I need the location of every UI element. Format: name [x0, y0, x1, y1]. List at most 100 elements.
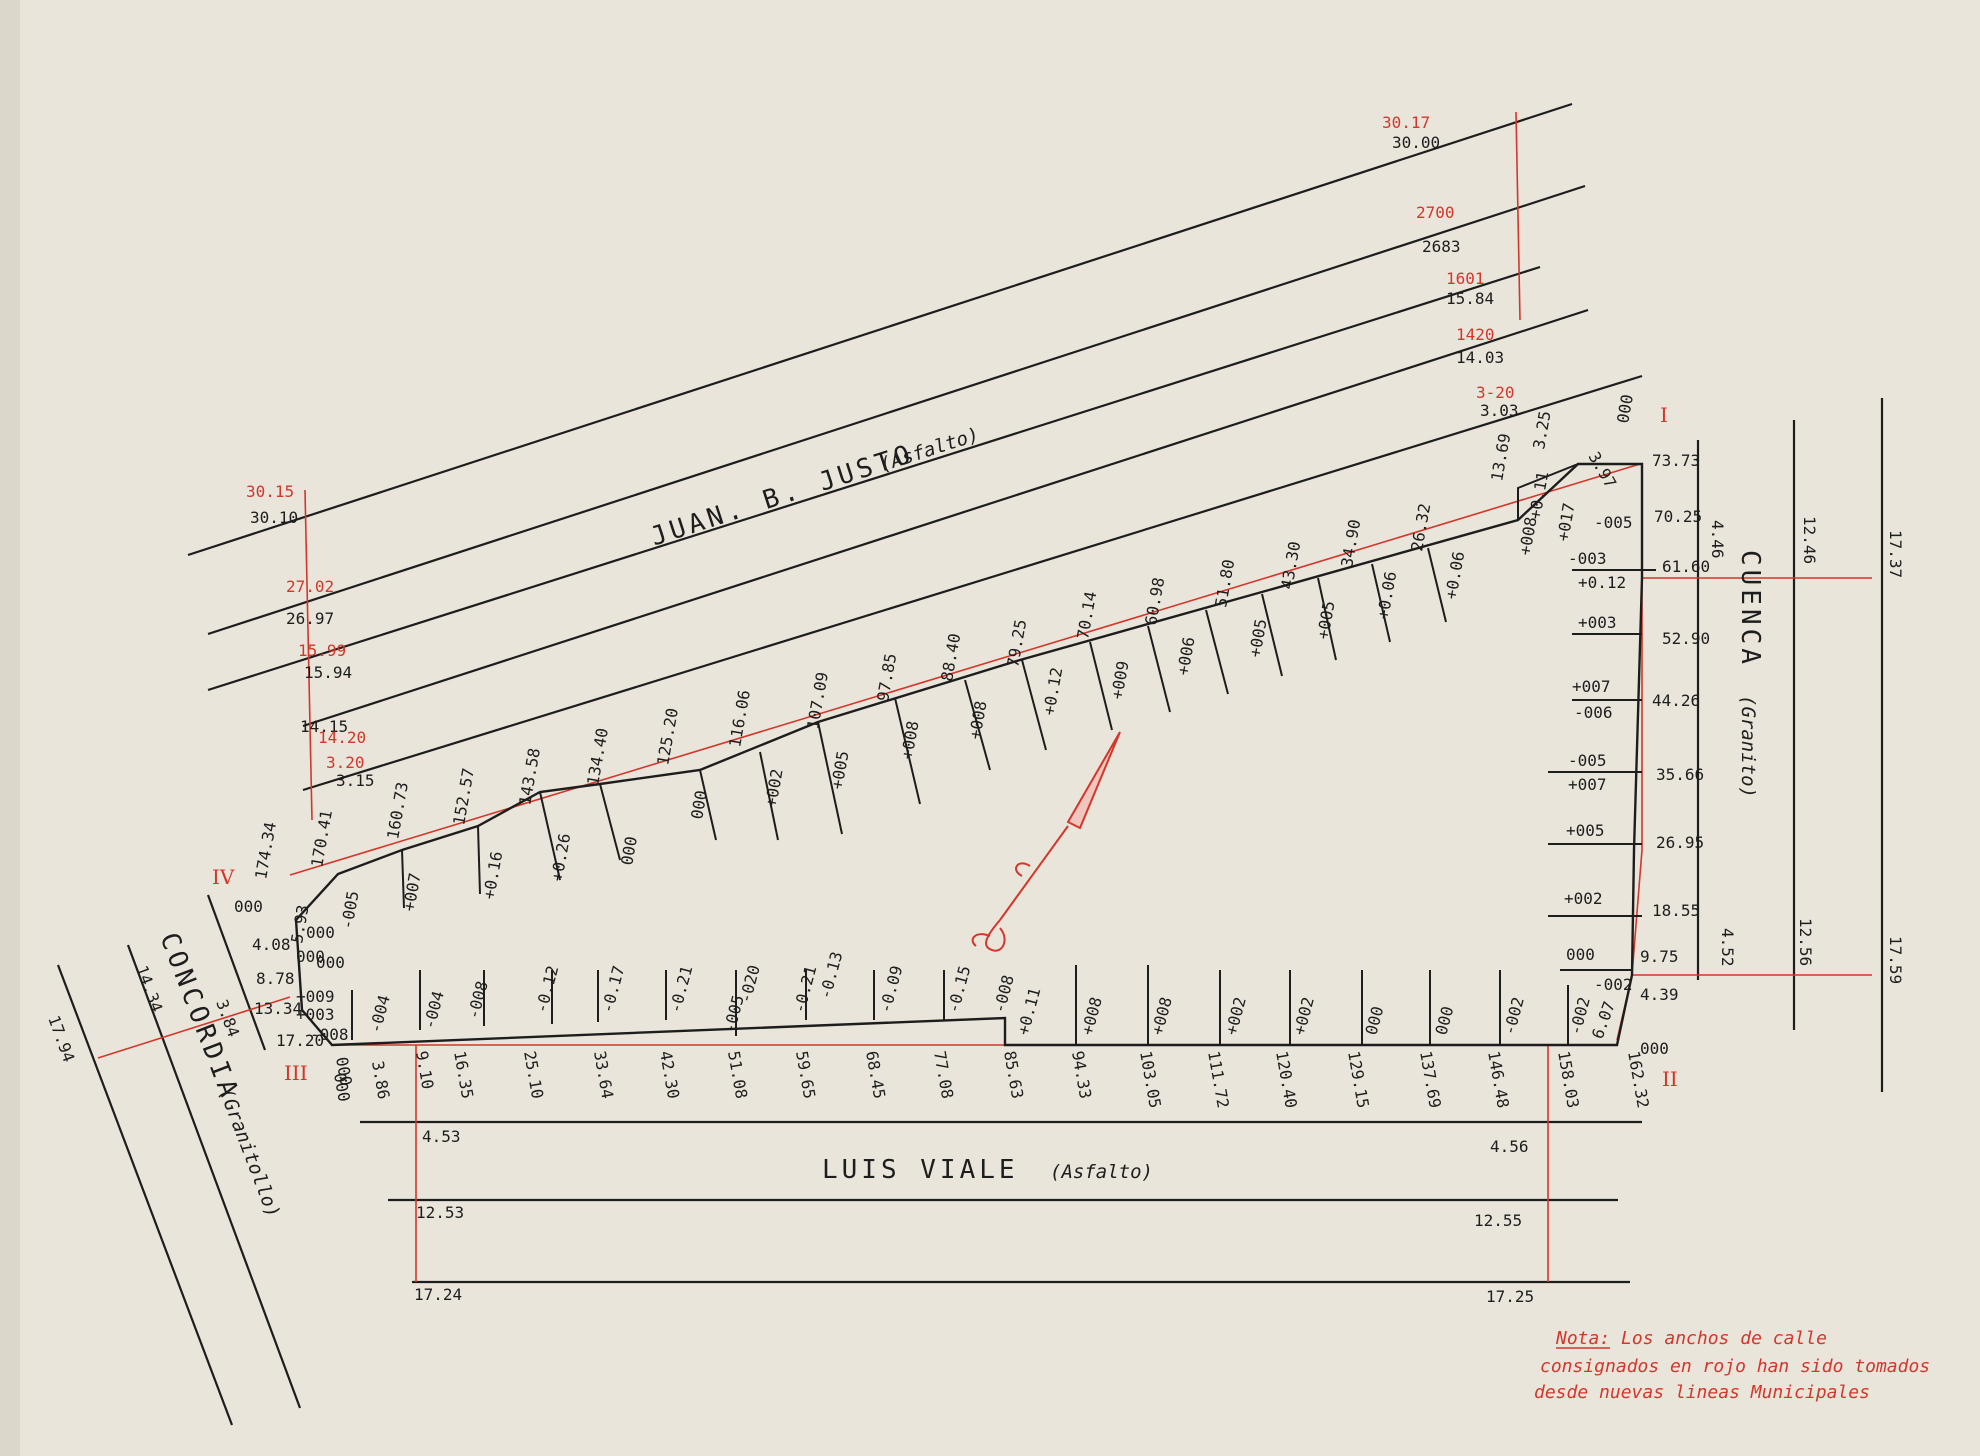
viale-width-labels: 4.53 12.53 17.24 4.56 12.55 17.25	[414, 1127, 1534, 1306]
justo-line-5	[302, 374, 1643, 792]
north-offset-ticks	[401, 547, 1447, 909]
north-tick	[1427, 547, 1447, 623]
street-surface-cuenca: (Granito)	[1737, 695, 1759, 798]
north-tick	[1317, 577, 1337, 661]
street-cuenca: CUENCA (Granito)	[1735, 550, 1765, 798]
width-red-label: 14.20	[318, 728, 366, 747]
note-line-1: Nota: Los anchos de calle	[1555, 1328, 1827, 1349]
justo-line-4	[302, 308, 1589, 728]
chainage-label: 18.55	[1652, 901, 1700, 920]
offset-label: +005	[1566, 821, 1605, 840]
north-tick	[894, 697, 921, 805]
north-tick	[1371, 563, 1391, 643]
north-tick	[817, 721, 843, 835]
width-label: 17.25	[1486, 1287, 1534, 1306]
chainage-label: 73.73	[1652, 451, 1700, 470]
east-offset-labels: -003 +0.12 +003 +007 -006 -005 +007 +005…	[1564, 549, 1633, 994]
offset-label: -003	[1568, 549, 1607, 568]
width-red-label: 30.17	[1382, 113, 1430, 132]
offset-label: +003	[1578, 613, 1617, 632]
justo-widths-east: 30.17 30.00 2700 2683 1601 15.84 1420 14…	[1382, 113, 1519, 420]
justo-street-lines	[187, 102, 1643, 792]
justo-line-2	[207, 184, 1586, 636]
width-label: 17.59	[1886, 936, 1905, 984]
red-west-width-line	[304, 489, 313, 821]
width-label: 12.53	[416, 1203, 464, 1222]
width-red-label: 1601	[1446, 269, 1485, 288]
width-label: 2683	[1422, 237, 1461, 256]
chainage-label: 44.26	[1652, 691, 1700, 710]
chainage-label: 000	[330, 1071, 354, 1103]
offset-label: +007	[1572, 677, 1611, 696]
red-west-extension	[97, 996, 291, 1059]
offset-label: 000	[234, 897, 263, 916]
chainage-label: 000	[1640, 1039, 1669, 1058]
east-offset-ticks	[1548, 569, 1656, 971]
offset-label: +002	[1564, 889, 1603, 908]
width-red-label: 30.15	[246, 482, 294, 501]
concordia-line-3	[56, 964, 234, 1426]
chainage-label: 4.39	[1640, 985, 1679, 1004]
north-tick	[539, 791, 561, 881]
width-label: 4.56	[1490, 1137, 1529, 1156]
width-red-label: 3-20	[1476, 383, 1515, 402]
justo-line-3	[207, 265, 1541, 692]
north-tick	[964, 679, 991, 771]
north-tick	[759, 751, 779, 841]
offset-label: -006	[1574, 703, 1613, 722]
offset-label: 000	[316, 953, 345, 972]
chainage-label: 13.34	[254, 999, 302, 1018]
paper-edge	[0, 0, 20, 1456]
north-tick	[1089, 641, 1113, 731]
width-red-label: 2700	[1416, 203, 1455, 222]
width-red-label: 1420	[1456, 325, 1495, 344]
chainage-label: 17.20	[276, 1031, 324, 1050]
offset-label: +009	[296, 987, 335, 1006]
cuenca-street-lines	[1696, 398, 1884, 1092]
chainage-label: 70.25	[1654, 507, 1702, 526]
width-label: 4.52	[1718, 928, 1737, 967]
street-name-cuenca: CUENCA	[1735, 550, 1765, 668]
note-block: Nota: Los anchos de calle consignados en…	[1534, 1328, 1930, 1403]
cuenca-width-labels: 4.46 12.46 17.37 4.52 12.56 17.59	[1708, 516, 1905, 984]
width-label: 12.46	[1800, 516, 1819, 564]
chainage-label: 000	[332, 1055, 356, 1087]
chainage-label: 000	[306, 923, 335, 942]
north-tick	[699, 769, 717, 841]
street-name-viale: LUIS VIALE	[822, 1155, 1019, 1185]
concordia-street-lines	[56, 894, 302, 1426]
north-tick	[1021, 659, 1047, 751]
width-label: 14.15	[300, 717, 348, 736]
offset-label: 000	[296, 947, 325, 966]
offset-label: -005	[1594, 513, 1633, 532]
offset-label: -005	[1568, 751, 1607, 770]
width-label: 12.56	[1796, 918, 1815, 966]
vertex-label-ii: II	[1662, 1067, 1678, 1091]
chainage-label: 35.66	[1656, 765, 1704, 784]
chainage-label: 9.75	[1640, 947, 1679, 966]
offset-label: 000	[687, 789, 711, 821]
viale-street-lines	[360, 1120, 1642, 1284]
north-tick	[1261, 593, 1283, 677]
chainage-label: 26.95	[1656, 833, 1704, 852]
chainage-label: 4.08	[252, 935, 291, 954]
block-corner-ne-detail	[1517, 463, 1579, 520]
offset-label: 000	[617, 835, 641, 867]
width-label: 15.84	[1446, 289, 1494, 308]
width-label: 3.15	[336, 771, 375, 790]
width-label: 4.46	[1708, 520, 1727, 559]
width-label: 26.97	[286, 609, 334, 628]
note-line-3: desde nuevas lineas Municipales	[1534, 1382, 1870, 1403]
width-red-label: 3.20	[326, 753, 365, 772]
offset-label: -008	[310, 1025, 349, 1044]
offset-label: +0.12	[1578, 573, 1626, 592]
offset-label: +007	[1568, 775, 1607, 794]
vertex-label-i: I	[1660, 403, 1668, 427]
width-label: 14.03	[1456, 348, 1504, 367]
offset-label: -002	[1594, 975, 1633, 994]
north-tick	[401, 849, 405, 909]
chainage-label: 61.60	[1662, 557, 1710, 576]
street-viale: LUIS VIALE (Asfalto)	[822, 1155, 1153, 1185]
justo-line-1	[187, 102, 1573, 557]
